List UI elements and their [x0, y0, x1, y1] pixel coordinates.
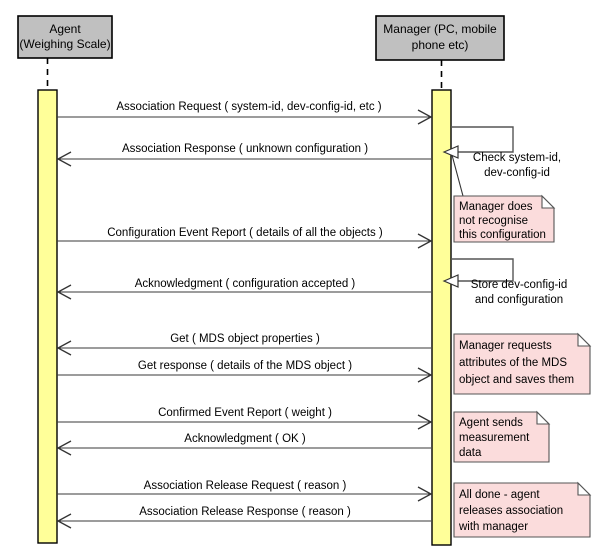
self-message-check-system-id-line [451, 126, 514, 153]
note-3-body [453, 411, 550, 463]
activation-bar-agent[interactable] [37, 89, 58, 544]
note-4-line3: with manager [458, 521, 528, 533]
note-1-line2: not recognise [459, 215, 528, 227]
self-message-store-dev-config-id[interactable]: Store dev-config-id and configuration [442, 258, 568, 306]
lifeline-head-agent-box [17, 15, 113, 59]
message-get-response[interactable]: Get response ( details of the MDS object… [57, 360, 433, 383]
note-3-fold-icon [536, 410, 551, 425]
arrowhead-right-icon [417, 486, 433, 502]
arrowhead-right-icon [417, 367, 433, 383]
message-acknowledgment-ok-label: Acknowledgment ( OK ) [184, 433, 306, 445]
self-message-check-system-id-label-line1: Check system-id, [473, 152, 561, 164]
arrowhead-hollow-left-icon [442, 145, 459, 159]
note-all-done-agent-releases[interactable]: All done - agent releases association wi… [453, 481, 592, 538]
note-anchor-line-1 [451, 154, 464, 197]
message-confirmed-event-report[interactable]: Confirmed Event Report ( weight ) [57, 407, 433, 430]
message-acknowledgment-configuration-accepted-label: Acknowledgment ( configuration accepted … [135, 278, 356, 290]
note-3-line1: Agent sends [459, 417, 523, 429]
lifeline-head-agent[interactable]: Agent (Weighing Scale) [17, 15, 113, 59]
lifeline-head-manager-box [375, 15, 505, 61]
arrowhead-right-icon [417, 109, 433, 125]
message-association-release-request[interactable]: Association Release Request ( reason ) [57, 480, 433, 502]
message-confirmed-event-report-label: Confirmed Event Report ( weight ) [158, 407, 332, 419]
note-4-line2: releases association [459, 505, 563, 517]
message-association-release-request-label: Association Release Request ( reason ) [144, 480, 347, 492]
message-association-release-response[interactable]: Association Release Response ( reason ) [56, 506, 431, 529]
message-configuration-event-report-label: Configuration Event Report ( details of … [107, 227, 383, 239]
activation-bar-manager[interactable] [431, 89, 452, 546]
self-message-store-dev-config-id-line [451, 258, 514, 282]
lifeline-head-agent-label-line2: (Weighing Scale) [19, 37, 110, 51]
self-message-check-system-id-label-line2: dev-config-id [484, 167, 550, 179]
arrowhead-left-icon [56, 340, 72, 356]
note-2-fold-icon [577, 332, 592, 347]
message-configuration-event-report[interactable]: Configuration Event Report ( details of … [57, 227, 433, 249]
note-4-line1: All done - agent [459, 489, 540, 501]
lifeline-head-manager[interactable]: Manager (PC, mobile phone etc) [375, 15, 505, 61]
note-1-line3: this configuration [459, 229, 546, 241]
note-4-fold-icon [577, 481, 592, 496]
arrowhead-left-icon [56, 513, 72, 529]
message-acknowledgment-ok[interactable]: Acknowledgment ( OK ) [56, 433, 431, 456]
message-association-request-label: Association Request ( system-id, dev-con… [116, 101, 381, 113]
note-1-line1: Manager does [459, 201, 533, 213]
self-message-store-dev-config-id-label-line2: and configuration [475, 294, 563, 306]
arrowhead-hollow-left-icon [442, 274, 459, 288]
message-association-response[interactable]: Association Response ( unknown configura… [56, 143, 431, 167]
note-1-fold-icon [541, 194, 556, 209]
arrowhead-right-icon [417, 414, 433, 430]
arrowhead-right-icon [417, 233, 433, 249]
arrowhead-left-icon [56, 284, 72, 300]
self-message-store-dev-config-id-label-line1: Store dev-config-id [471, 279, 568, 291]
message-association-release-response-label: Association Release Response ( reason ) [139, 506, 351, 518]
note-2-body [453, 333, 591, 395]
note-4-body [453, 482, 591, 538]
message-get-mds-object-properties-label: Get ( MDS object properties ) [170, 333, 320, 345]
note-2-line3: object and saves them [459, 374, 574, 386]
lifeline-head-manager-label-line1: Manager (PC, mobile [383, 22, 497, 36]
message-get-response-label: Get response ( details of the MDS object… [138, 360, 352, 372]
note-agent-sends-measurement-data[interactable]: Agent sends measurement data [453, 410, 551, 463]
note-2-line2: attributes of the MDS [459, 357, 567, 369]
message-association-request[interactable]: Association Request ( system-id, dev-con… [57, 101, 433, 125]
note-3-line3: data [459, 447, 482, 459]
message-association-response-label: Association Response ( unknown configura… [122, 143, 368, 155]
lifeline-head-manager-label-line2: phone etc) [412, 38, 469, 52]
arrowhead-left-icon [56, 151, 72, 167]
note-2-line1: Manager requests [459, 340, 552, 352]
note-manager-does-not-recognise[interactable]: Manager does not recognise this configur… [451, 154, 556, 243]
arrowhead-left-icon [56, 440, 72, 456]
note-1-body [453, 195, 555, 243]
message-acknowledgment-configuration-accepted[interactable]: Acknowledgment ( configuration accepted … [56, 278, 431, 300]
message-get-mds-object-properties[interactable]: Get ( MDS object properties ) [56, 333, 431, 356]
lifeline-head-agent-label-line1: Agent [49, 22, 81, 36]
note-3-line2: measurement [459, 432, 530, 444]
self-message-check-system-id[interactable]: Check system-id, dev-config-id [442, 126, 561, 179]
note-manager-requests-attributes[interactable]: Manager requests attributes of the MDS o… [453, 332, 592, 395]
